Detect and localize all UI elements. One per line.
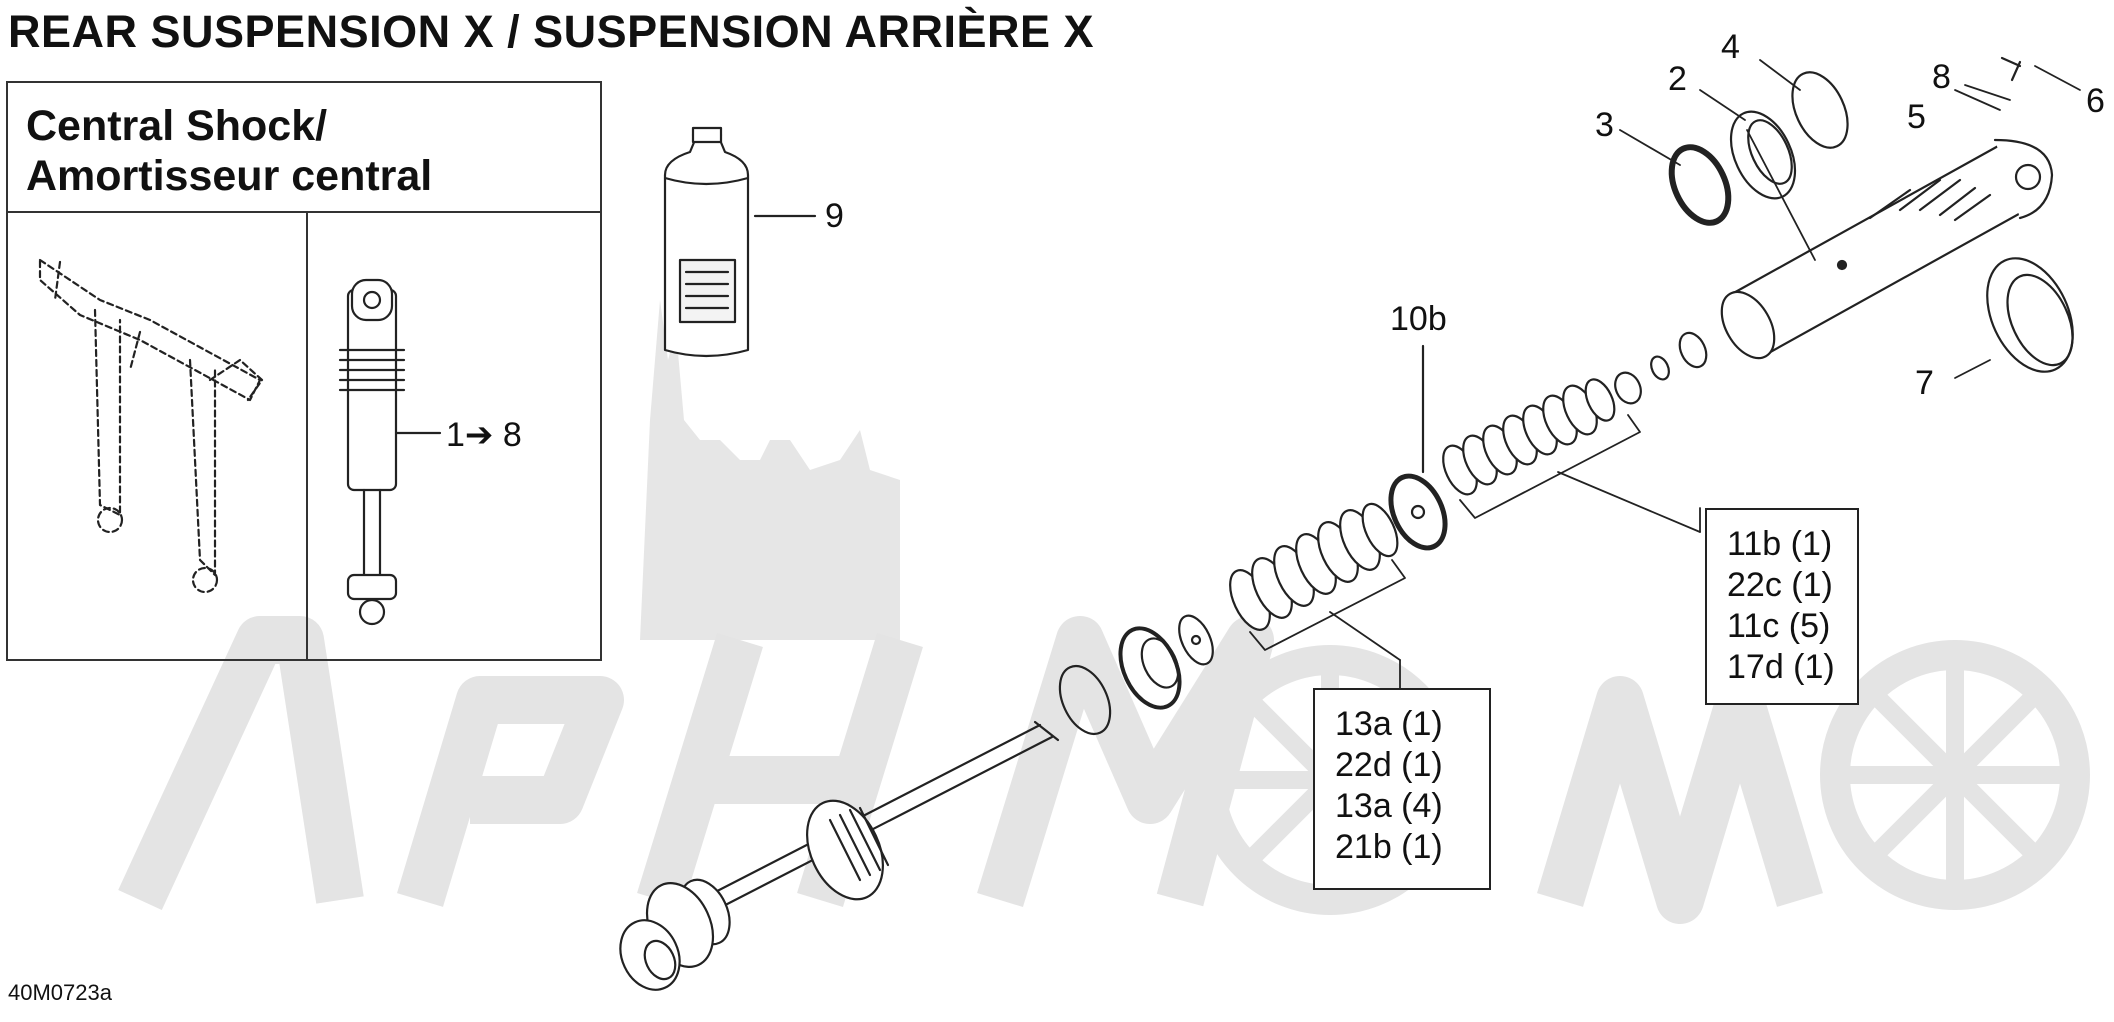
shock-body [1720,138,2054,360]
callout-3: 3 [1595,106,1614,144]
upper-shim-stack [1442,378,1616,496]
kit-legend-row: 17d (1) [1727,648,1835,686]
kit-legend-lower: 13a (1) 22d (1) 13a (4) 21b (1) [1313,688,1491,890]
oil-bottle [663,126,817,358]
shaft-bushing [1118,626,1182,710]
inset-title-line1: Central Shock/ [26,102,328,150]
suspension-frame-thumbnail [38,258,264,594]
kit-legend-row: 22d (1) [1335,746,1443,784]
shaft-assembly [619,720,1060,991]
o-ring [1668,144,1732,226]
callout-10b: 10b [1390,300,1447,338]
seal-ring [1729,110,1797,200]
kit-legend-row: 11c (5) [1727,607,1831,645]
inset-title: Central Shock/ Amortisseur central [26,101,432,201]
gasket [1058,664,1112,736]
spacer-washer [1178,614,1214,666]
leader-lines [1249,59,2081,689]
callout-8: 8 [1932,58,1951,96]
callout-4: 4 [1721,28,1740,66]
lower-shim-stack [1229,502,1399,631]
callout-2: 2 [1668,60,1687,98]
page-title: REAR SUSPENSION X / SUSPENSION ARRIÈRE X [8,6,1095,57]
kit-legend-row: 22c (1) [1727,566,1833,604]
inset-divider-horizontal [8,211,600,213]
piston [1388,344,1448,551]
kit-legend-row: 13a (4) [1335,787,1443,825]
central-shock-thumbnail [338,278,442,626]
screw [2000,56,2022,82]
figure-code: 40M0723a [8,980,112,1005]
inset-divider-vertical [306,211,308,659]
kit-legend-row: 11b (1) [1727,525,1833,563]
inset-title-line2: Amortisseur central [26,152,433,200]
adjuster-ring [1986,257,2074,373]
kit-legend-upper: 11b (1) 22c (1) 11c (5) 17d (1) [1705,508,1859,705]
kit-legend-row: 21b (1) [1335,828,1443,866]
callout-shock-range: 1➔ 8 [446,416,522,454]
callout-9: 9 [825,197,844,235]
kit-legend-row: 13a (1) [1335,705,1443,743]
callout-5: 5 [1907,98,1926,136]
nut-washer-set [1614,331,1708,405]
callout-7: 7 [1915,364,1934,402]
cap-disc [1791,71,1849,149]
central-shock-inset: Central Shock/ Amortisseur central [6,81,602,661]
callout-6: 6 [2086,82,2105,120]
